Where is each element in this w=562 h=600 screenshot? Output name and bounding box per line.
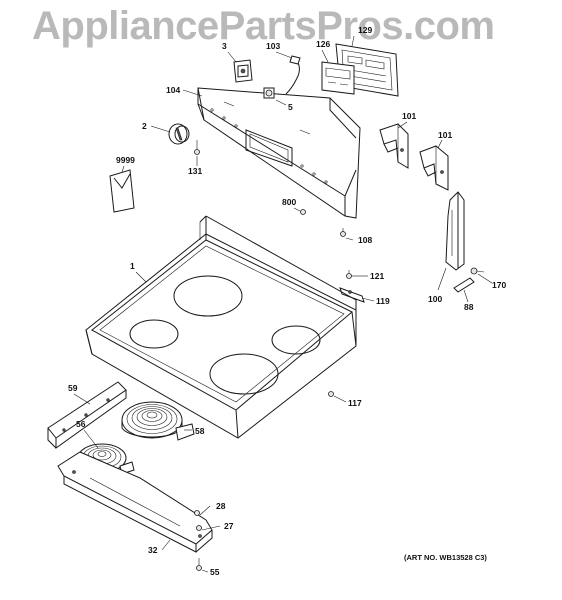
callout-28: 28 [216,501,226,511]
watermark-logo: AppliancePartsPros.com [32,4,495,48]
callout-56: 56 [76,419,86,429]
screw-28 [194,510,200,516]
control-knob [168,123,190,145]
screw-117 [328,391,334,397]
callout-129: 129 [358,25,373,35]
literature-pack [109,169,135,213]
side-trim [445,191,465,271]
large-coil-element [121,401,195,441]
clip-88 [453,277,475,293]
support-bracket-59 [47,381,127,449]
callout-104: 104 [166,85,181,95]
callout-59: 59 [68,383,78,393]
callout-108: 108 [358,235,373,245]
screw-800 [300,209,306,215]
callout-27: 27 [224,521,234,531]
infinite-switch [233,59,253,83]
screw-55 [196,558,202,571]
callout-100: 100 [428,294,443,304]
screw-131 [194,140,200,155]
callout-88: 88 [464,302,474,312]
callout-55: 55 [210,567,220,577]
callout-5: 5 [288,102,293,112]
callout-58: 58 [195,426,205,436]
callout-101-right: 101 [438,130,453,140]
callout-103: 103 [266,41,281,51]
callout-9999: 9999 [116,155,135,165]
callout-2: 2 [142,121,147,131]
control-overlay [321,61,355,95]
glass-cooktop [85,215,357,439]
end-cap-bracket-left [379,123,409,169]
end-cap-bracket-right [419,145,449,191]
leader-lines [73,35,493,573]
screw-170 [470,267,485,275]
screw-108 [340,228,346,237]
bracket-119 [339,287,365,303]
callout-131: 131 [188,166,203,176]
wire-harness [285,55,301,95]
screw-27 [196,525,202,531]
callout-126: 126 [316,39,331,49]
callout-800: 800 [282,197,297,207]
callout-121: 121 [370,271,385,281]
callout-170: 170 [492,280,507,290]
callout-119: 119 [376,296,390,306]
callout-1: 1 [130,261,135,271]
control-panel-backsplash [197,87,361,219]
element-support-32 [57,451,213,553]
callout-32: 32 [148,545,158,555]
callout-117: 117 [348,398,362,408]
screw-121 [346,270,352,279]
art-number: (ART NO. WB13528 C3) [404,553,487,562]
callout-3: 3 [222,41,227,51]
callout-101-left: 101 [402,111,417,121]
indicator-light [263,87,275,99]
